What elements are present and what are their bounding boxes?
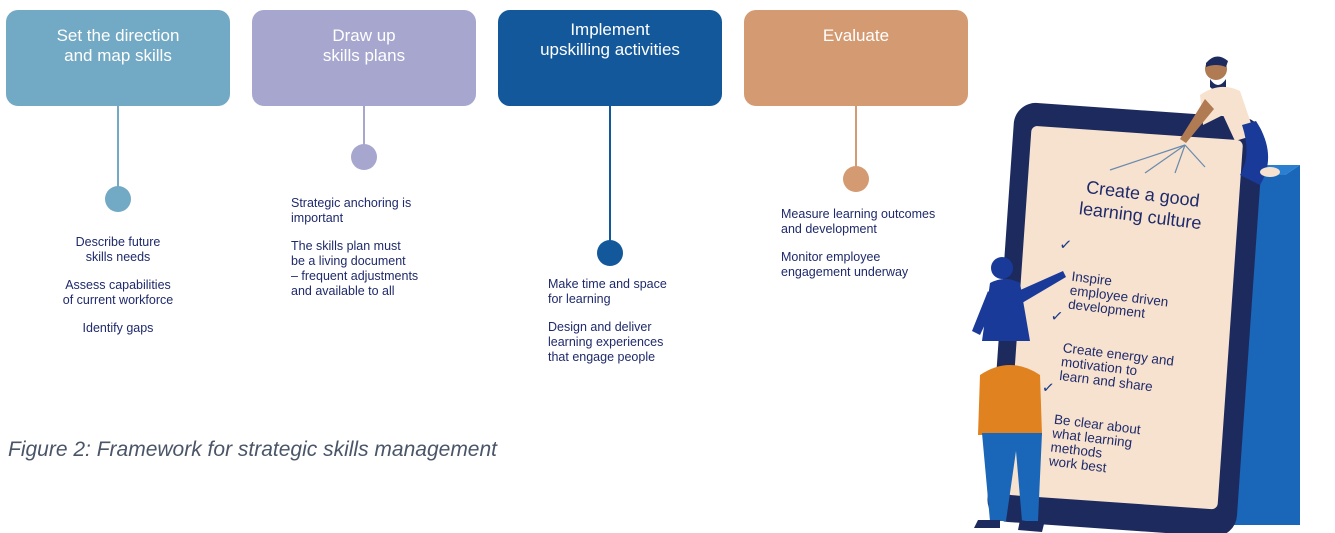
step-dot [105,186,131,212]
step-implement-upskilling: Implement upskilling activities [498,10,722,106]
bullet-item: Design and deliver learning experiences … [548,320,664,364]
checkmark-icon: ✓ [1040,378,1056,398]
checkmark-icon: ✓ [1058,236,1073,255]
step-bullets: Make time and space for learning Design … [548,277,708,378]
step-bullets: Strategic anchoring is important The ski… [291,196,471,312]
phone-icon [987,102,1264,533]
bullet-item: Strategic anchoring is important [291,196,412,225]
step-title: Set the direction and map skills [56,26,180,65]
step-bullets: Measure learning outcomes and developmen… [781,207,971,293]
bullet-item: Measure learning outcomes and developmen… [781,207,936,236]
bullet-item: Identify gaps [82,321,154,335]
step-set-direction: Set the direction and map skills [6,10,230,106]
learning-culture-illustration [972,56,1300,533]
connector-line [855,106,857,168]
bullet-item: Make time and space for learning [548,277,667,306]
step-dot [843,166,869,192]
step-title: Evaluate [822,26,890,45]
boy-figure [974,365,1044,532]
bullet-item: Assess capabilities of current workforce [62,278,174,307]
figure-caption: Figure 2: Framework for strategic skills… [8,438,497,461]
step-title: Draw up skills plans [322,26,406,65]
bullet-item: Describe future skills needs [75,235,161,264]
connector-line [363,106,365,146]
connector-line [117,106,119,190]
step-bullets: Describe future skills needs Assess capa… [30,235,206,349]
step-title: Implement upskilling activities [540,20,680,59]
sparkle-lines [1109,144,1206,174]
step-evaluate: Evaluate [744,10,968,106]
step-draw-up-plans: Draw up skills plans [252,10,476,106]
step-dot [351,144,377,170]
culture-list: ✓ Inspire employee driven development ✓ … [1032,236,1209,487]
culture-item-text: Be clear about what learning methods wor… [1048,411,1142,476]
connector-line [609,106,611,242]
step-dot [597,240,623,266]
man-figure [1180,56,1280,185]
culture-item-text: Inspire employee driven development [1067,268,1170,321]
woman-figure [972,257,1066,341]
checkmark-icon: ✓ [1049,307,1065,326]
bullet-item: The skills plan must be a living documen… [291,239,419,298]
bullet-item: Monitor employee engagement underway [781,250,909,279]
culture-item: ✓ Be clear about what learning methods w… [1032,378,1191,485]
